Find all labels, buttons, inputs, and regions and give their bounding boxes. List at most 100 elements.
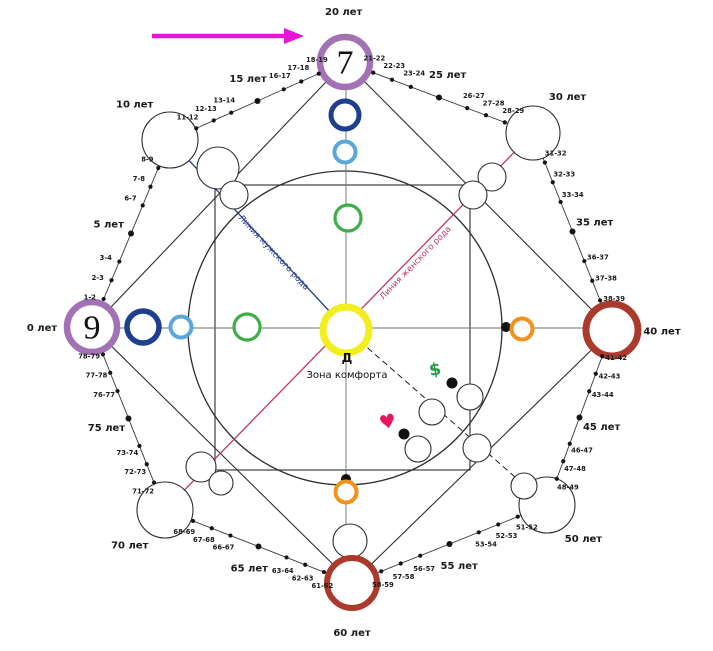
green-circle-top [333,203,363,233]
left-number: 9 [84,310,101,347]
age-tick-dot [144,462,149,467]
age-label-1: 5 лет [94,220,125,231]
age-tick-label: 11-12 [177,113,199,121]
age-tick-dot [550,180,555,185]
navy-circle-top [328,98,362,132]
age-mid-dot [125,415,132,422]
age-tick-label: 8-9 [141,155,154,163]
age-tick-dot [115,388,120,394]
square-corner-circle-topleft-inner [219,180,249,210]
age-label-2: 10 лет [116,100,154,111]
age-tick-dot [476,530,481,535]
age-tick-label: 32-33 [553,170,575,178]
square-corner-circle-bottomleft-outer [185,451,217,483]
age-tick-dot [284,555,289,560]
age-tick-label: 62-63 [292,574,314,582]
age-tick-dot [303,562,308,567]
age-tick-dot [515,514,520,519]
age-tick-label: 33-34 [562,191,584,199]
age-tick-label: 12-13 [195,105,217,113]
age-label-3: 15 лет [229,74,267,85]
comfort-zone-letter: Д [342,351,353,365]
age-tick-label: 52-53 [496,532,518,540]
age-tick-dot [561,459,566,464]
age-label-10: 50 лет [565,534,603,545]
age-tick-dot [554,476,559,481]
age-tick-label: 43-44 [592,391,614,399]
age-tick-label: 23-24 [403,69,425,77]
corner-circle-30-let [505,105,561,161]
skyblue-circle-left [168,314,194,340]
age-tick-dot [100,352,106,357]
purple-circle-top [316,33,374,91]
age-tick-label: 47-48 [564,465,586,473]
navy-circle-left [124,308,162,346]
age-tick-dot [398,561,403,566]
age-tick-label: 38-39 [603,295,625,303]
age-tick-dot [156,165,161,171]
age-tick-label: 77-78 [86,372,108,380]
age-tick-label: 71-72 [132,487,154,495]
age-label-9: 45 лет [583,422,621,433]
age-tick-dot [567,441,572,446]
age-tick-dot [587,389,592,394]
age-tick-dot [228,533,233,538]
age-tick-label: 46-47 [571,447,593,455]
darkred-circle-right [582,300,642,360]
age-tick-label: 18-19 [306,56,328,64]
age-tick-label: 73-74 [116,449,138,457]
age-tick-dot [321,569,327,575]
dollar-icon: $ [428,359,443,381]
age-tick-dot [229,110,234,115]
arrow-head-icon [284,28,304,44]
age-tick-label: 6-7 [124,195,137,203]
age-mid-dot [569,228,576,235]
age-tick-dot [281,87,286,92]
age-tick-dot [371,70,376,75]
age-tick-label: 13-14 [213,97,235,105]
age-tick-dot [190,518,196,524]
age-tick-dot [593,371,598,376]
direction-arrow [152,28,304,44]
age-tick-label: 22-23 [383,62,405,70]
corner-circle-10-let [141,111,199,169]
age-tick-label: 28-29 [502,107,524,115]
comfort-zone: Д Зона комфорта [306,303,388,381]
age-tick-dot [151,480,157,485]
age-tick-label: 67-68 [193,536,215,544]
age-tick-label: 51-52 [516,523,538,531]
age-tick-dot [211,118,216,123]
age-tick-dot [299,79,304,84]
age-tick-label: 17-18 [287,64,309,72]
corner-circle-70-let [136,481,194,539]
age-tick-label: 41-42 [605,354,627,362]
purple-circle-left [63,298,121,356]
age-tick-dot [483,113,489,118]
age-tick-dot [598,298,603,303]
orange-circle-right [509,316,535,342]
age-tick-label: 53-54 [475,540,497,548]
age-tick-dot [194,126,199,131]
money-love-dashed-line [344,327,548,506]
green-circle-left [232,312,262,342]
age-tick-label: 61-62 [312,582,334,590]
age-tick-dot [542,160,547,165]
age-tick-label: 1-2 [84,294,97,302]
age-label-8: 40 лет [643,327,681,338]
darkred-circle-bottom [324,555,380,611]
age-tick-dot [109,278,114,283]
age-tick-label: 16-17 [269,72,291,80]
age-label-13: 65 лет [231,564,269,575]
square-corner-circle-bottomright-inner [510,472,538,500]
age-mid-dot [128,230,134,237]
age-label-6: 30 лет [549,92,587,103]
age-tick-label: 7-8 [133,175,146,183]
age-tick-label: 63-64 [272,567,294,575]
black-dot-love-line [398,428,410,440]
age-tick-label: 42-43 [599,373,621,381]
skyblue-circle-top [332,139,358,165]
bottom-center-circle [332,523,368,559]
age-mid-dot [576,414,583,421]
black-dot-right-axis [501,322,511,332]
age-tick-label: 3-4 [100,254,113,262]
